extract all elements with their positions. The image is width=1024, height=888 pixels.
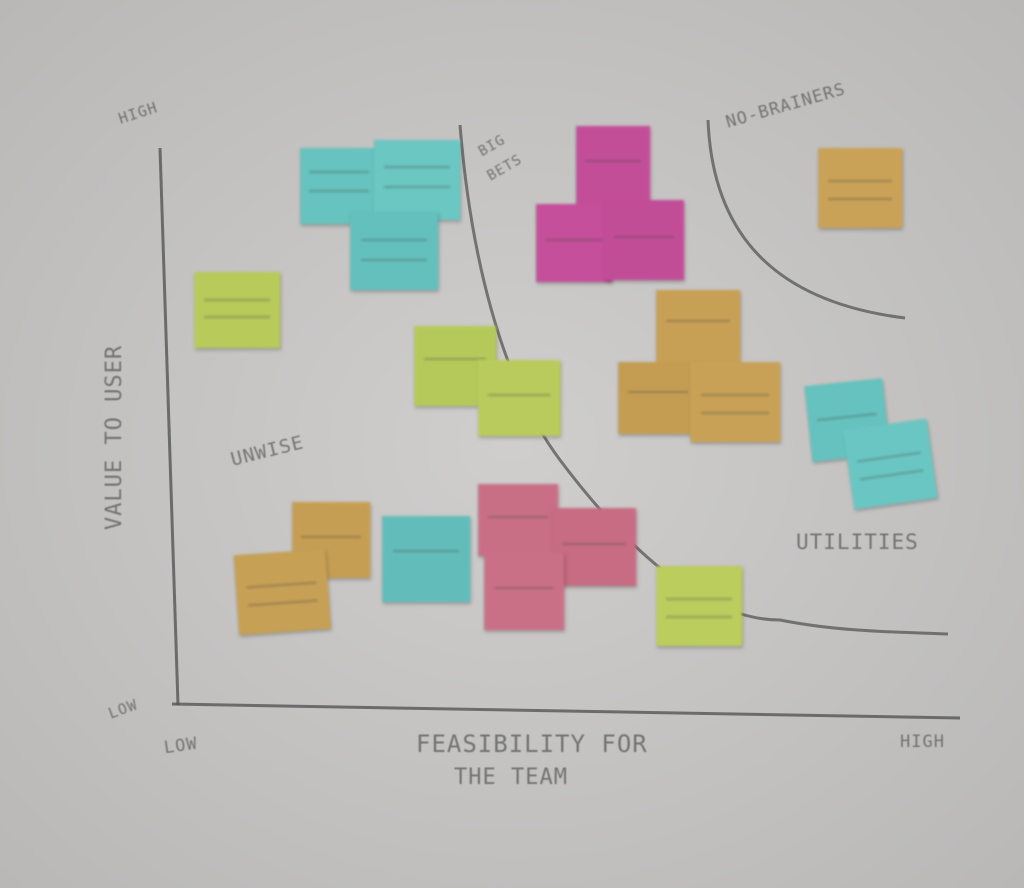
- sticky-note-cyan: [374, 140, 460, 220]
- no-brainers-curve: [706, 119, 906, 320]
- sticky-note-yellow-green: [194, 272, 280, 348]
- sticky-note-cyan: [300, 148, 378, 224]
- sticky-note-orange: [656, 290, 740, 366]
- sticky-note-orange: [618, 362, 698, 434]
- sticky-note-cyan: [382, 516, 470, 602]
- sticky-note-cyan: [350, 212, 438, 290]
- sticky-note-cyan: [842, 418, 938, 510]
- sticky-note-orange: [233, 548, 331, 636]
- sticky-note-magenta: [536, 204, 612, 282]
- x-axis-title-line2: THE TEAM: [454, 765, 568, 790]
- sticky-note-pink: [484, 552, 564, 630]
- sticky-note-yellow-green: [656, 566, 742, 646]
- x-axis-high-label: HIGH: [900, 732, 945, 752]
- sticky-note-yellow-green: [478, 360, 560, 436]
- x-axis-title-line1: FEASIBILITY FOR: [416, 730, 648, 758]
- sticky-note-magenta: [604, 200, 684, 280]
- sticky-note-orange: [818, 148, 902, 228]
- zone-label-utilities: UTILITIES: [796, 530, 919, 554]
- x-axis-line: [171, 702, 961, 720]
- sticky-note-magenta: [576, 126, 650, 212]
- sticky-note-pink: [552, 508, 636, 586]
- y-axis-title: VALUE TO USER: [102, 344, 128, 531]
- sticky-note-orange: [690, 362, 780, 442]
- y-axis-line: [158, 147, 180, 706]
- sticky-note-pink: [478, 484, 558, 556]
